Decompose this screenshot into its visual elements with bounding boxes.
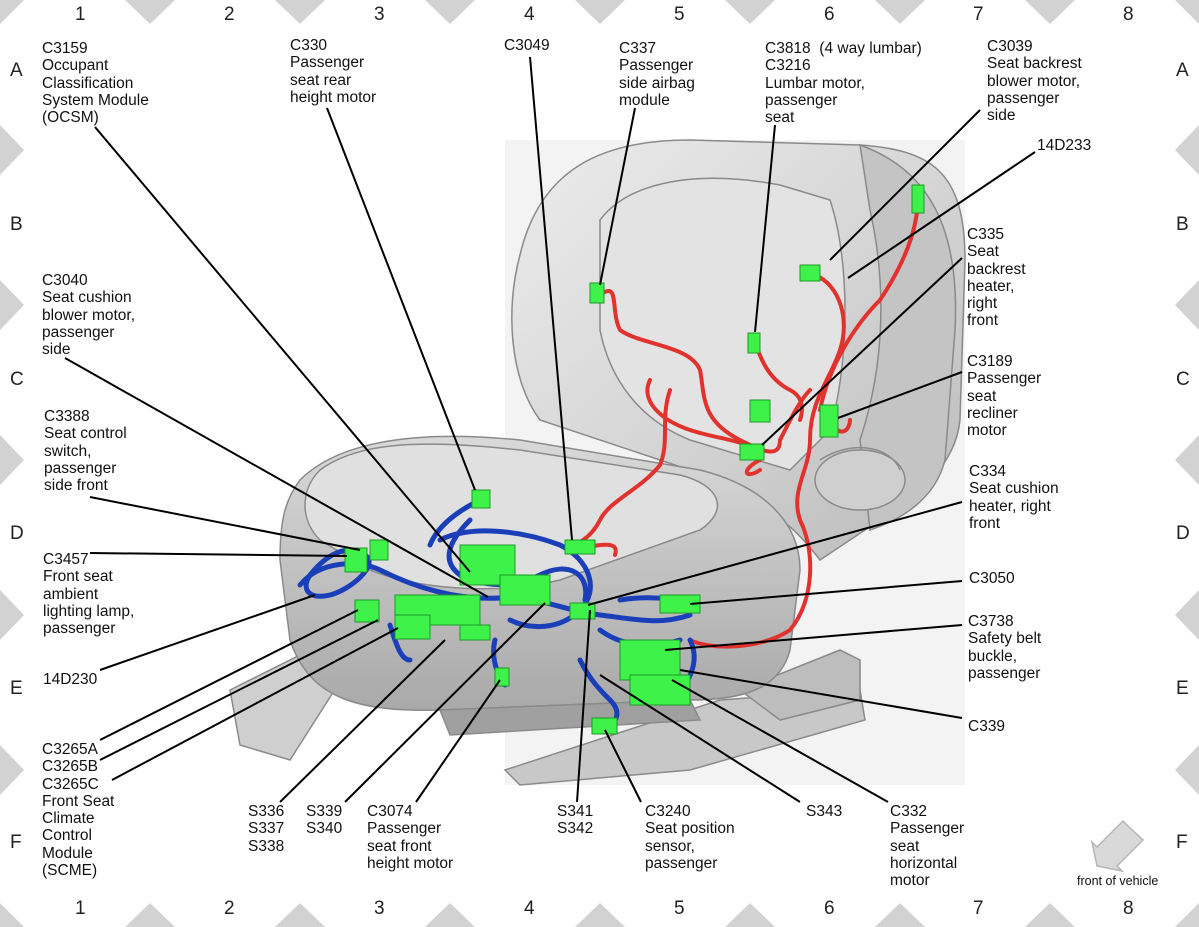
label-c3189: C3189 Passenger seat recliner motor — [967, 353, 1042, 440]
grid-row-a-right: A — [1176, 60, 1189, 81]
grid-col-6-bottom: 6 — [824, 898, 835, 919]
label-c3738: C3738 Safety belt buckle, passenger — [968, 613, 1042, 682]
grid-row-b-left: B — [10, 214, 23, 235]
connector-c335 — [749, 399, 771, 423]
front-of-vehicle-label: front of vehicle — [1077, 874, 1159, 888]
grid-row-f-right: F — [1176, 832, 1188, 853]
grid-col-8-top: 8 — [1123, 4, 1134, 25]
grid-col-4-bottom: 4 — [524, 898, 535, 919]
grid-col-7-bottom: 7 — [973, 898, 984, 919]
grid-col-8-bottom: 8 — [1123, 898, 1134, 919]
label-c330: C330 Passenger seat rear height motor — [290, 37, 377, 106]
connector-c3388 — [369, 539, 389, 561]
label-c332: C332 Passenger seat horizontal motor — [890, 803, 965, 890]
grid-col-7-top: 7 — [973, 4, 984, 25]
connector-c3039 — [799, 264, 821, 282]
label-s339-s340: S339 S340 — [306, 803, 343, 838]
label-c3240: C3240 Seat position sensor, passenger — [645, 803, 735, 872]
label-c3050: C3050 — [969, 570, 1015, 587]
grid-row-e-right: E — [1176, 678, 1189, 699]
connector-s336 — [459, 624, 491, 641]
grid-col-5-bottom: 5 — [674, 898, 685, 919]
connector-c3240 — [591, 717, 618, 735]
label-c3818-c3216: C3818 (4 way lumbar) C3216 Lumbar motor,… — [765, 40, 922, 127]
connector-scme — [499, 574, 551, 606]
grid-row-f-left: F — [10, 832, 22, 853]
label-c3039: C3039 Seat backrest blower motor, passen… — [987, 38, 1082, 125]
label-c339: C339 — [968, 718, 1006, 735]
label-c3457: C3457 Front seat ambient lighting lamp, … — [43, 551, 135, 638]
connector-c3265c — [394, 614, 431, 640]
front-of-vehicle-arrow — [1090, 819, 1145, 873]
grid-col-1-bottom: 1 — [75, 898, 86, 919]
grid-col-1-top: 1 — [75, 4, 86, 25]
connector-c3738 — [619, 639, 681, 681]
label-14d233: 14D233 — [1037, 137, 1092, 154]
connector-c3189 — [819, 404, 839, 438]
label-c3074: C3074 Passenger seat front height motor — [367, 803, 454, 872]
grid-col-2-top: 2 — [224, 4, 235, 25]
label-14d230: 14D230 — [43, 671, 98, 688]
connector-c3216 — [747, 332, 761, 354]
grid-row-c-right: C — [1176, 369, 1190, 390]
label-c337: C337 Passenger side airbag module — [619, 40, 695, 109]
grid-col-5-top: 5 — [674, 4, 685, 25]
connector-c330 — [471, 489, 491, 509]
label-c334: C334 Seat cushion heater, right front — [969, 463, 1059, 532]
grid-row-c-left: C — [10, 369, 24, 390]
leader-lines — [64, 56, 1036, 803]
connector-c334 — [569, 602, 596, 620]
grid-col-2-bottom: 2 — [224, 898, 235, 919]
label-c335: C335 Seat backrest heater, right front — [967, 226, 1026, 330]
connector-14d233 — [911, 184, 925, 214]
grid-col-3-bottom: 3 — [374, 898, 385, 919]
label-s343: S343 — [806, 803, 843, 820]
connector-c3457 — [344, 547, 368, 573]
label-c3049: C3049 — [504, 37, 550, 54]
grid-row-b-right: B — [1176, 214, 1189, 235]
connectors — [344, 184, 925, 735]
connector-c3049 — [564, 539, 596, 555]
grid-row-d-left: D — [10, 523, 24, 544]
grid-row-e-left: E — [10, 678, 23, 699]
label-c3040: C3040 Seat cushion blower motor, passeng… — [42, 272, 136, 359]
label-c3159: C3159 Occupant Classification System Mod… — [42, 40, 149, 127]
grid-col-6-top: 6 — [824, 4, 835, 25]
connector-c3040 — [739, 443, 765, 461]
label-c3388: C3388 Seat control switch, passenger sid… — [44, 408, 127, 495]
grid-row-a-left: A — [10, 60, 23, 81]
grid-col-4-top: 4 — [524, 4, 535, 25]
grid-col-3-top: 3 — [374, 4, 385, 25]
label-c3265-scme: C3265A C3265B C3265C Front Seat Climate … — [42, 741, 115, 880]
label-s336-s338: S336 S337 S338 — [248, 803, 285, 855]
connector-c337 — [589, 282, 605, 304]
grid-row-d-right: D — [1176, 523, 1190, 544]
connector-c3265b — [354, 599, 380, 623]
label-s341-s342: S341 S342 — [557, 803, 594, 838]
